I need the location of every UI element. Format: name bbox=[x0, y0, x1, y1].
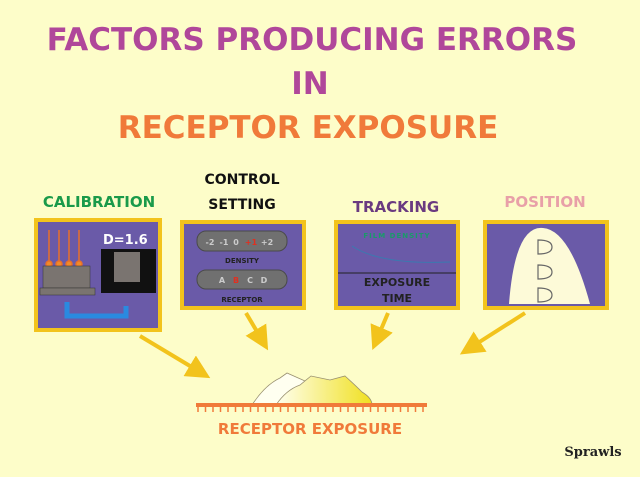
feedback-arrow bbox=[64, 302, 129, 319]
axis-label-2: TIME bbox=[382, 292, 412, 305]
receptor-label: RECEPTOR bbox=[221, 296, 263, 304]
receptor-option-selected[interactable]: B bbox=[233, 276, 239, 285]
detector-cells-icon bbox=[537, 239, 553, 303]
title-line1: FACTORS PRODUCING ERRORS bbox=[47, 22, 578, 58]
receptor-option[interactable]: C bbox=[247, 276, 253, 285]
tracking-panel: FILM DENSITY EXPOSURE TIME bbox=[334, 220, 460, 310]
receptor-selector[interactable]: A B C D bbox=[219, 276, 268, 285]
control-setting-label-2: SETTING bbox=[208, 197, 275, 213]
arrow-calibration bbox=[138, 334, 211, 379]
arrow-tracking bbox=[370, 312, 393, 351]
density-option[interactable]: -2 bbox=[206, 238, 215, 247]
arrow-control bbox=[244, 311, 269, 351]
density-option-selected[interactable]: +1 bbox=[245, 238, 258, 247]
density-scale[interactable]: -2 -1 0 +1 +2 bbox=[206, 238, 274, 247]
density-label: DENSITY bbox=[225, 257, 260, 265]
receptor-exposure-label: RECEPTOR EXPOSURE bbox=[218, 420, 402, 438]
title-line3: RECEPTOR EXPOSURE bbox=[118, 110, 499, 146]
phantom-block bbox=[42, 265, 91, 289]
tracking-label: TRACKING bbox=[353, 198, 439, 216]
axis-label-1: EXPOSURE bbox=[364, 276, 430, 289]
title-line2: IN bbox=[291, 66, 328, 102]
density-option[interactable]: 0 bbox=[233, 238, 239, 247]
receptor-ruler bbox=[196, 403, 427, 412]
graph-title: FILM DENSITY bbox=[363, 232, 430, 240]
calibration-panel: D=1.6 bbox=[34, 218, 162, 332]
arrows bbox=[138, 311, 527, 379]
signature: Sprawls bbox=[564, 445, 621, 460]
patient-body-shape bbox=[509, 227, 590, 304]
exposure-distribution bbox=[251, 372, 373, 406]
control-setting-panel: -2 -1 0 +1 +2 DENSITY A B C D RECEPTOR bbox=[180, 220, 306, 310]
position-label: POSITION bbox=[504, 193, 585, 211]
receptor-option[interactable]: A bbox=[219, 276, 226, 285]
control-setting-label-1: CONTROL bbox=[204, 172, 279, 188]
calibration-label: CALIBRATION bbox=[43, 193, 155, 211]
position-panel bbox=[483, 220, 609, 310]
density-curve bbox=[351, 245, 451, 263]
density-option[interactable]: -1 bbox=[220, 238, 229, 247]
density-option[interactable]: +2 bbox=[261, 238, 273, 247]
receptor-option[interactable]: D bbox=[261, 276, 268, 285]
arrow-position bbox=[459, 311, 527, 355]
calibration-readout: D=1.6 bbox=[103, 233, 148, 248]
